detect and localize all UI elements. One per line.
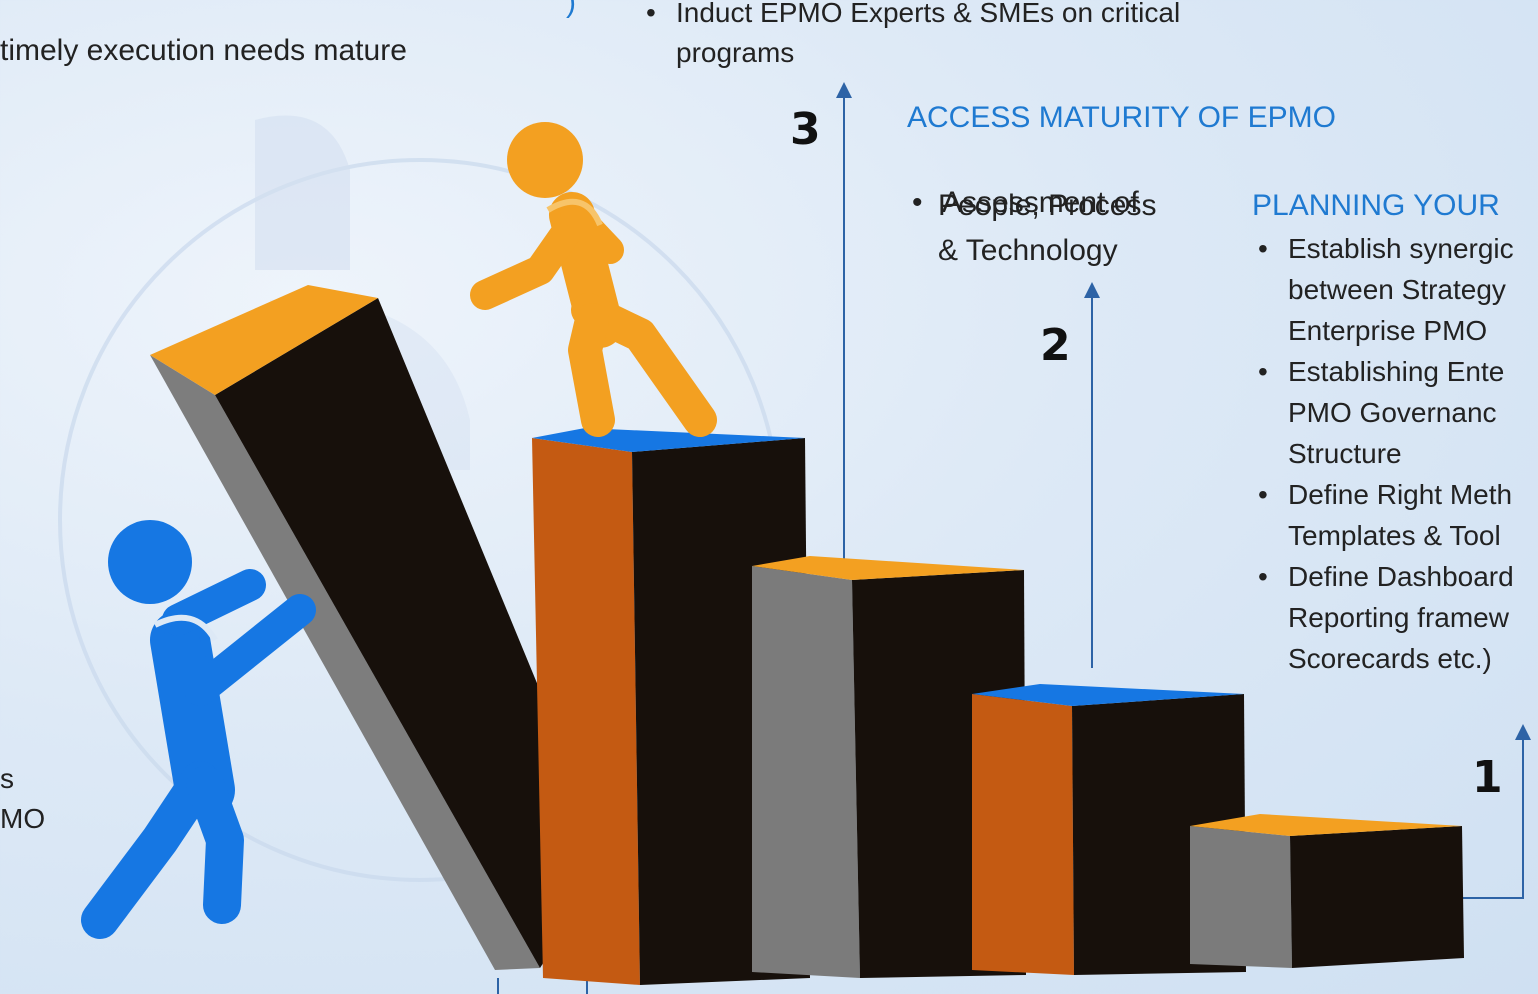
planning-heading: PLANNING YOUR	[1252, 189, 1500, 222]
planning-item-line: Establishing Ente	[1288, 356, 1505, 387]
planning-item-line: Enterprise PMO	[1288, 315, 1488, 346]
top-center-bullet-text: Induct EPMO Experts & SMEs on critical	[676, 0, 1181, 28]
planning-item-line: Reporting framew	[1288, 602, 1509, 633]
left-fragment-line1: s	[0, 763, 14, 794]
access-bullet-line3: & Technology	[938, 234, 1118, 267]
planning-item-line: Define Dashboard	[1288, 561, 1514, 592]
planning-item-line: between Strategy	[1288, 274, 1506, 305]
access-maturity-bullet: Assessment of	[906, 182, 1538, 224]
arrowhead-3	[836, 82, 852, 98]
arrow-line-1	[1463, 738, 1524, 899]
planning-item: Establishing Ente PMO Governanc Structur…	[1252, 351, 1514, 474]
step-number-3: 3	[790, 104, 821, 155]
falling-block	[150, 285, 610, 970]
planning-item-line: Establish synergic	[1288, 233, 1514, 264]
top-center-bullet: Induct EPMO Experts & SMEs on critical	[640, 0, 1538, 34]
planning-list: Establish synergic between Strategy Ente…	[1252, 228, 1514, 679]
planning-item-line: Define Right Meth	[1288, 479, 1513, 510]
planning-item: Define Right Meth Templates & Tool	[1252, 474, 1514, 556]
planning-item-line: PMO Governanc	[1288, 397, 1497, 428]
top-left-text: timely execution needs mature	[0, 34, 407, 67]
step-number-1: 1	[1472, 752, 1503, 803]
arrowhead-2	[1084, 282, 1100, 298]
top-center-bullet-cont: programs	[676, 37, 795, 68]
access-bullet-line2: People, Process	[938, 189, 1157, 222]
planning-item: Define Dashboard Reporting framew Scorec…	[1252, 556, 1514, 679]
planning-item-line: Templates & Tool	[1288, 520, 1501, 551]
top-left-paren: )	[566, 0, 576, 19]
planning-item-line: Scorecards etc.)	[1288, 643, 1492, 674]
arrowhead-1	[1515, 724, 1531, 740]
planning-item: Establish synergic between Strategy Ente…	[1252, 228, 1514, 351]
left-fragment-line2: MO	[0, 803, 46, 834]
small-block	[1190, 814, 1464, 968]
access-bullet-line1: Assessment of	[942, 186, 1139, 219]
access-maturity-heading: ACCESS MATURITY OF EPMO	[907, 101, 1336, 134]
planning-item-line: Structure	[1288, 438, 1402, 469]
step-number-2: 2	[1040, 320, 1071, 371]
